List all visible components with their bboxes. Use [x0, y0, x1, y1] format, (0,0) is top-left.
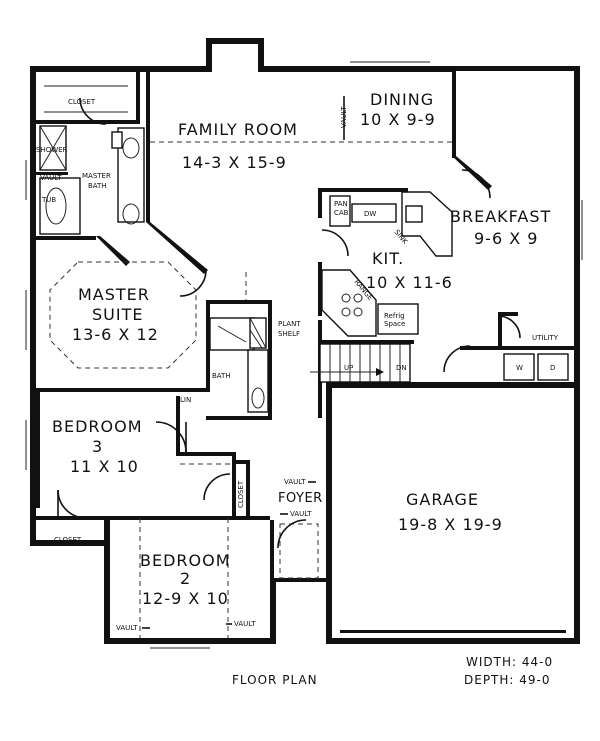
closet-top-label: CLOSET: [68, 98, 96, 106]
width-dimension: WIDTH: 44-0: [466, 655, 553, 669]
vault-foyer-label2: VAULT: [290, 510, 312, 518]
breakfast-size: 9-6 X 9: [474, 229, 538, 248]
pan-cab-label2: CAB: [334, 209, 349, 217]
depth-dimension: DEPTH: 49-0: [464, 673, 551, 687]
dining-size: 10 X 9-9: [360, 110, 436, 129]
master-bath-label: MASTER: [82, 172, 111, 180]
dryer-label: D: [550, 364, 555, 372]
tub-label: TUB: [41, 196, 56, 204]
pan-cab-label: PAN: [334, 200, 348, 208]
vault-bed2-right-label: VAULT: [234, 620, 256, 628]
refrig-label2: Space: [384, 320, 405, 328]
footer: FLOOR PLAN WIDTH: 44-0 DEPTH: 49-0: [232, 655, 553, 687]
breakfast-name: BREAKFAST: [450, 207, 551, 226]
master-suite-size: 13-6 X 12: [72, 325, 159, 344]
closet-bottom-label: CLOSET: [54, 536, 82, 544]
kitchen-name: KIT.: [372, 249, 404, 268]
foyer-name: FOYER: [278, 491, 323, 506]
garage-name: GARAGE: [406, 490, 479, 509]
refrig-label: Refrig: [384, 312, 405, 320]
room-labels: DINING 10 X 9-9 FAMILY ROOM 14-3 X 15-9 …: [52, 90, 551, 608]
bedroom2-size: 12-9 X 10: [142, 589, 229, 608]
family-room-name: FAMILY ROOM: [178, 120, 298, 139]
bedroom3-name: BEDROOM: [52, 417, 143, 436]
closet-hall-label: CLOSET: [237, 480, 245, 508]
up-label: UP: [344, 364, 353, 372]
utility-label: UTILITY: [532, 334, 559, 342]
bedroom2-num: 2: [180, 569, 191, 588]
dining-name: DINING: [370, 90, 434, 109]
stairs: [310, 343, 411, 383]
bedroom2-name: BEDROOM: [140, 551, 231, 570]
shower-label: SHOWER: [36, 146, 68, 154]
bath-label: BATH: [212, 372, 231, 380]
exterior-walls: [30, 38, 580, 644]
windows: [25, 61, 583, 649]
master-suite-name2: SUITE: [92, 305, 143, 324]
vault-bed2-left-label: VAULT: [116, 624, 138, 632]
vault-foyer-label1: VAULT: [284, 478, 306, 486]
bedroom3-size: 11 X 10: [70, 457, 139, 476]
plant-shelf-label: PLANT: [278, 320, 301, 328]
interior-walls: [36, 72, 580, 580]
plant-shelf-label2: SHELF: [278, 330, 300, 338]
small-labels: CLOSET CLOSET CLOSET SHOWER TUB VAULT MA…: [36, 96, 559, 632]
master-suite-name: MASTER: [78, 285, 150, 304]
vault-lines: [139, 141, 452, 638]
lin-label: LIN: [180, 396, 191, 404]
master-bath-label2: BATH: [88, 182, 107, 190]
family-room-size: 14-3 X 15-9: [182, 153, 287, 172]
fixtures: [39, 85, 569, 579]
dw-label: DW: [364, 210, 376, 218]
floor-plan-title: FLOOR PLAN: [232, 673, 318, 687]
doors: [57, 97, 521, 549]
washer-label: W: [516, 364, 523, 372]
dn-label: DN: [396, 364, 407, 372]
vault-bath-label: VAULT: [40, 174, 62, 182]
bedroom3-num: 3: [92, 437, 103, 456]
garage-size: 19-8 X 19-9: [398, 515, 503, 534]
kitchen-size: 10 X 11-6: [366, 273, 453, 292]
